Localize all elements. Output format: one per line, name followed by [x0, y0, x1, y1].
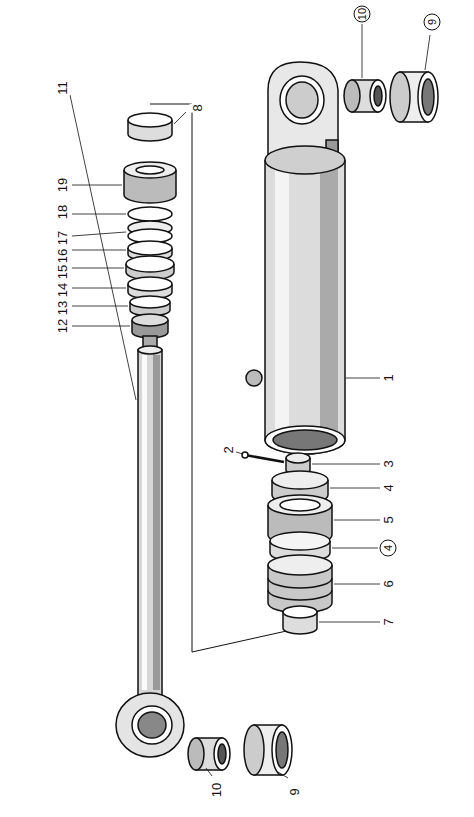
callout-number: 17 — [55, 230, 70, 246]
callout-number: 19 — [55, 177, 70, 193]
callout-number: 2 — [221, 445, 236, 454]
callout-number: 8 — [190, 103, 205, 112]
callout-number: 5 — [381, 515, 396, 524]
callout-number: 4 — [380, 540, 397, 557]
callout-number: 13 — [55, 300, 70, 316]
callout-number: 3 — [381, 459, 396, 468]
callout-number: 9 — [424, 14, 441, 31]
callout-number: 7 — [381, 617, 396, 626]
callout-number: 12 — [55, 318, 70, 334]
callout-number: 11 — [55, 80, 70, 96]
callout-number: 4 — [381, 483, 396, 492]
callout-number: 16 — [55, 248, 70, 264]
callout-number: 15 — [55, 264, 70, 280]
callout-number: 14 — [55, 282, 70, 298]
callout-number: 10 — [354, 6, 371, 23]
callout-number: 18 — [55, 204, 70, 220]
callout-number: 10 — [209, 782, 224, 798]
callout-number: 9 — [287, 787, 302, 796]
callout-number: 1 — [381, 373, 396, 382]
callout-number: 6 — [381, 579, 396, 588]
